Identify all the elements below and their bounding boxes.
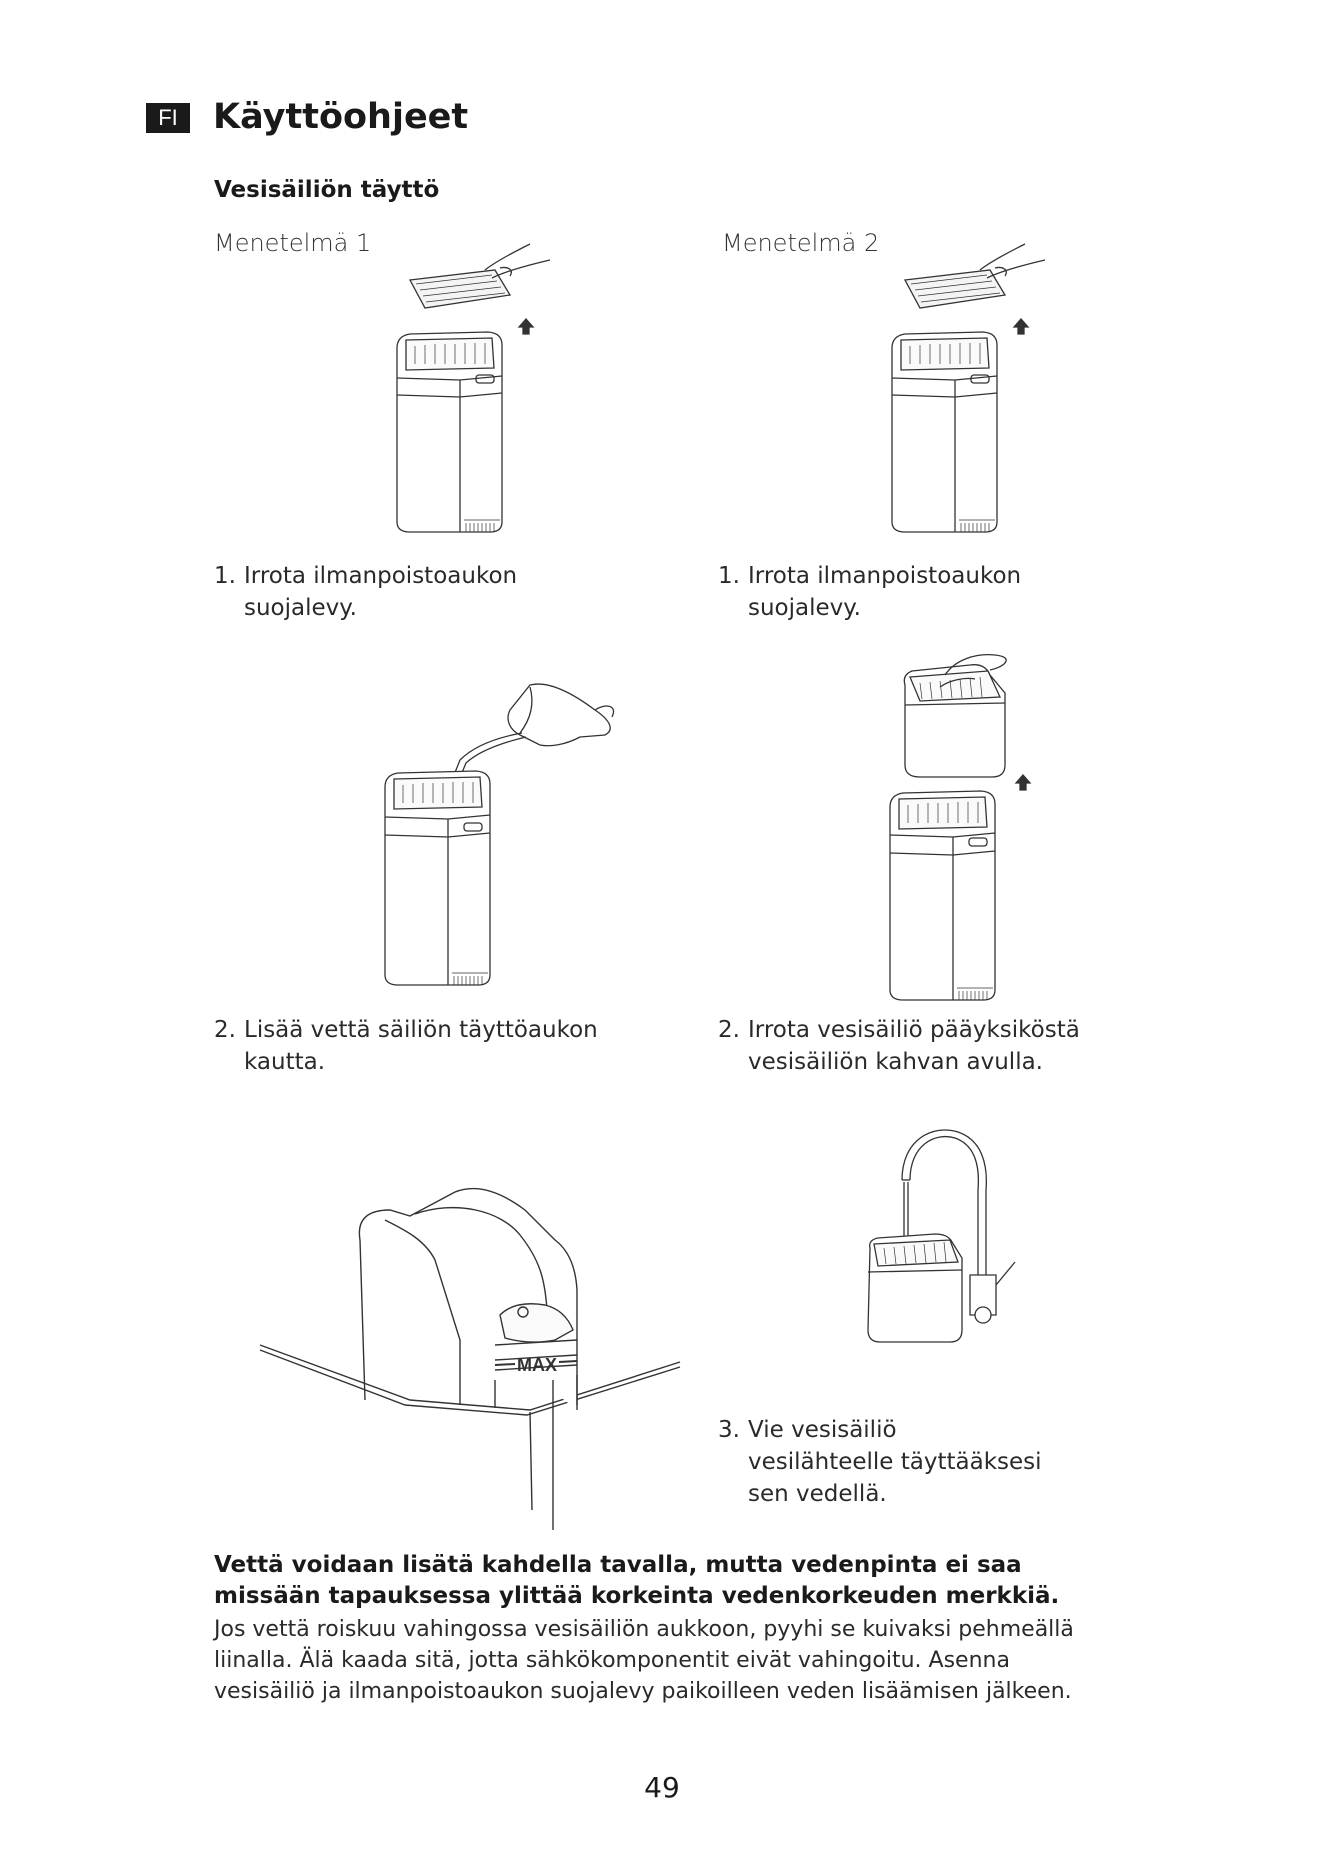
method-2-step-3: 3. Vie vesisäiliö vesilähteelle täyttääk… [718,1414,1138,1510]
step-number: 3. [718,1417,740,1443]
max-level-detail-icon: MAX [255,1180,685,1530]
step-text: Vie vesisäiliö vesilähteelle täyttääkses… [748,1417,1042,1507]
step-number: 1. [718,563,740,589]
step-text: Irrota ilmanpoistoaukon suojalevy. [244,563,518,621]
remove-cover-icon-2 [875,240,1055,540]
method-2-step-1: 1. Irrota ilmanpoistoaukon suojalevy. [718,560,1138,624]
section-title: Vesisäiliön täyttö [214,177,440,203]
max-label: MAX [517,1355,557,1375]
step-number: 2. [718,1017,740,1043]
method-2-label: Menetelmä 2 [722,229,880,257]
step-text: Lisää vettä säiliön täyttöaukon kautta. [244,1017,598,1075]
step-number: 1. [214,563,236,589]
step-text: Irrota vesisäiliö pääyksiköstä vesisäili… [748,1017,1080,1075]
info-note: Jos vettä roiskuu vahingossa vesisäiliön… [214,1617,1074,1704]
faucet-fill-icon [850,1130,1030,1380]
method-1-step-1: 1. Irrota ilmanpoistoaukon suojalevy. [214,560,634,624]
warning-note: Vettä voidaan lisätä kahdella tavalla, m… [214,1552,1060,1609]
method-1-label: Menetelmä 1 [214,229,372,257]
lift-tank-icon [880,635,1050,1005]
pour-water-icon [380,675,630,995]
language-badge: FI [146,103,190,133]
step-text: Irrota ilmanpoistoaukon suojalevy. [748,563,1022,621]
step-number: 2. [214,1017,236,1043]
page-number: 49 [644,1771,680,1804]
page-title: Käyttöohjeet [213,97,469,137]
method-1-step-2: 2. Lisää vettä säiliön täyttöaukon kautt… [214,1014,634,1078]
method-2-step-2: 2. Irrota vesisäiliö pääyksiköstä vesisä… [718,1014,1138,1078]
remove-cover-icon [380,240,560,540]
